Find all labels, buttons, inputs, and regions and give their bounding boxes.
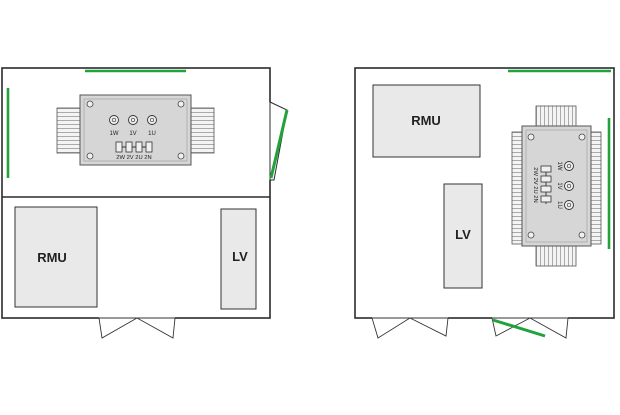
right-hv-bushing-1v: 1V <box>556 181 574 191</box>
right-lv-panel: LV <box>443 183 483 289</box>
left-hv-bushing-1w: 1W <box>109 115 119 137</box>
right-bushing-label: 1W <box>556 162 562 171</box>
right-transformer-corner-bolt <box>578 231 586 239</box>
left-transformer-tank <box>79 94 192 166</box>
left-hv-bushing-1u: 1U <box>147 115 157 137</box>
left-rmu-panel: RMU <box>14 206 98 308</box>
right-hv-bushing-1w: 1W <box>556 161 574 171</box>
left-entrance-double-door <box>98 316 176 339</box>
left-bushing-label: 1V <box>129 131 136 137</box>
left-lv-label: LV <box>232 249 248 264</box>
right-bushing-label: 1V <box>556 182 562 189</box>
right-transformer-corner-bolt <box>527 133 535 141</box>
right-transformer-tank <box>521 125 592 247</box>
right-transformer: 1W 1V 1U 2W 2V 2U 2N <box>511 105 602 267</box>
right-rmu-panel: RMU <box>372 84 481 158</box>
left-rmu-label: RMU <box>37 250 67 265</box>
left-transformer-fins-right <box>188 107 215 154</box>
right-entrance-door-left <box>371 316 449 339</box>
right-transformer-door <box>491 316 569 339</box>
left-lv-terminal-bar <box>115 141 153 153</box>
right-hv-bushing-1u: 1U <box>556 200 574 210</box>
left-transformer-corner-bolt <box>177 100 185 108</box>
left-lv-panel: LV <box>220 208 257 310</box>
left-transformer-corner-bolt <box>177 152 185 160</box>
right-bushing-label: 1U <box>556 201 562 209</box>
left-transformer-corner-bolt <box>86 100 94 108</box>
right-transformer-fins-top <box>535 105 577 129</box>
right-transformer-corner-bolt <box>578 133 586 141</box>
left-transformer-door <box>268 101 289 181</box>
left-transformer: 1W 1V 1U 2W 2V 2U 2N <box>56 94 215 166</box>
right-rmu-label: RMU <box>411 113 441 128</box>
right-transformer-corner-bolt <box>527 231 535 239</box>
left-hv-bushing-1v: 1V <box>128 115 138 137</box>
left-plan: 1W 1V 1U 2W 2V 2U 2N <box>1 67 289 339</box>
right-lv-terminal-bar <box>540 165 552 204</box>
right-lv-terminal-labels: 2W 2V 2U 2N <box>532 167 538 202</box>
right-lv-label: LV <box>455 227 471 242</box>
left-bushing-label: 1W <box>110 131 119 137</box>
right-plan: RMU LV 1W <box>354 67 615 339</box>
left-lv-terminal-labels: 2W 2V 2U 2N <box>116 155 151 161</box>
right-building-outline <box>354 67 615 319</box>
left-transformer-fins-left <box>56 107 83 154</box>
left-bushing-label: 1U <box>148 131 156 137</box>
left-transformer-corner-bolt <box>86 152 94 160</box>
